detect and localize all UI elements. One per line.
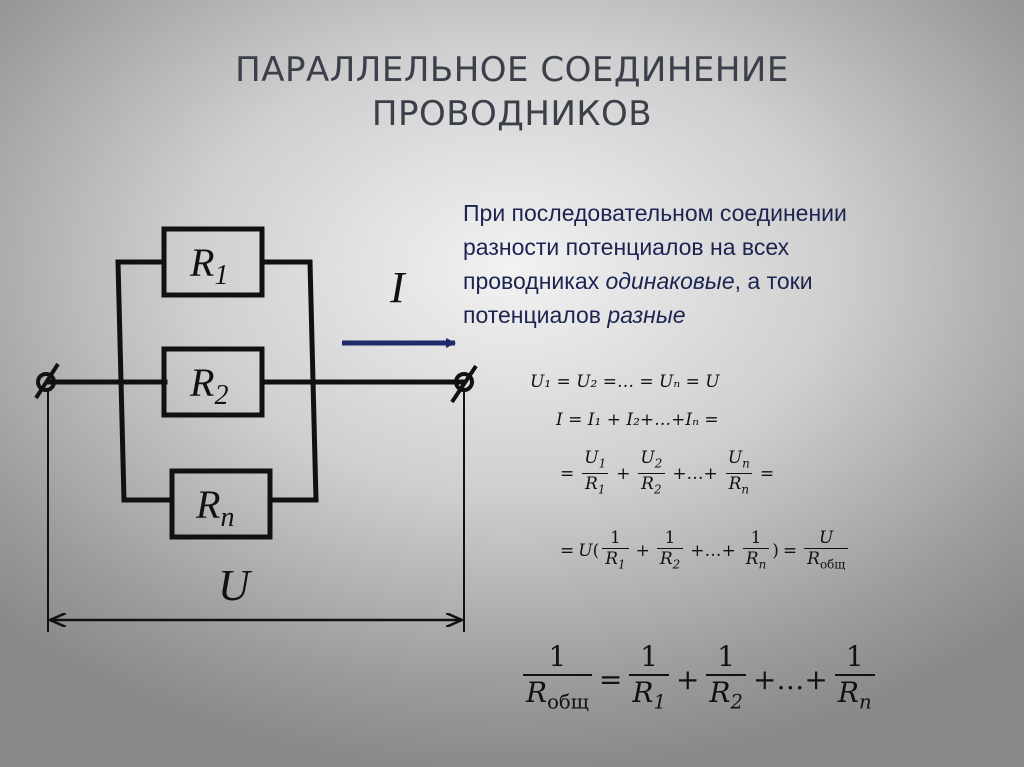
resistor-rn-label: Rn [195,482,234,533]
description-line-2: разности потенциалов на всех [463,234,790,260]
terminal-left-slash [34,362,60,400]
slide-title: ПАРАЛЛЕЛЬНОЕ СОЕДИНЕНИЕ ПРОВОДНИКОВ [0,48,1024,136]
voltage-label: U [218,561,253,610]
current-label: I [389,263,407,312]
formula-current-sum: I = I₁ + I₂+…+Iₙ = [556,410,719,430]
title-line-1: ПАРАЛЛЕЛЬНОЕ СОЕДИНЕНИЕ [235,50,789,90]
title-line-2: ПРОВОДНИКОВ [371,94,653,134]
resistor-r1 [161,226,265,298]
description-text: При последовательном соединении разности… [463,196,983,332]
resistor-r2-label: R2 [189,360,228,411]
emphasis-same: одинаковые [605,268,735,294]
wire-right-bus [307,259,319,503]
description-line-4: потенциалов разные [463,302,686,328]
formula-voltage-equality: U₁ = U₂ =… = Uₙ = U [530,372,720,392]
terminal-right-slash [450,364,478,404]
description-line-1: При последовательном соединении [463,200,847,226]
resistor-rn [169,468,273,540]
total-subscript: общ [547,690,589,714]
emphasis-different: разные [607,302,686,328]
wire-left-bus [115,259,127,503]
terminal-left [36,372,56,392]
description-line-3: проводниках одинаковые, а токи [463,268,813,294]
resistor-r2 [161,346,265,418]
resistor-r1-label: R1 [189,240,228,291]
